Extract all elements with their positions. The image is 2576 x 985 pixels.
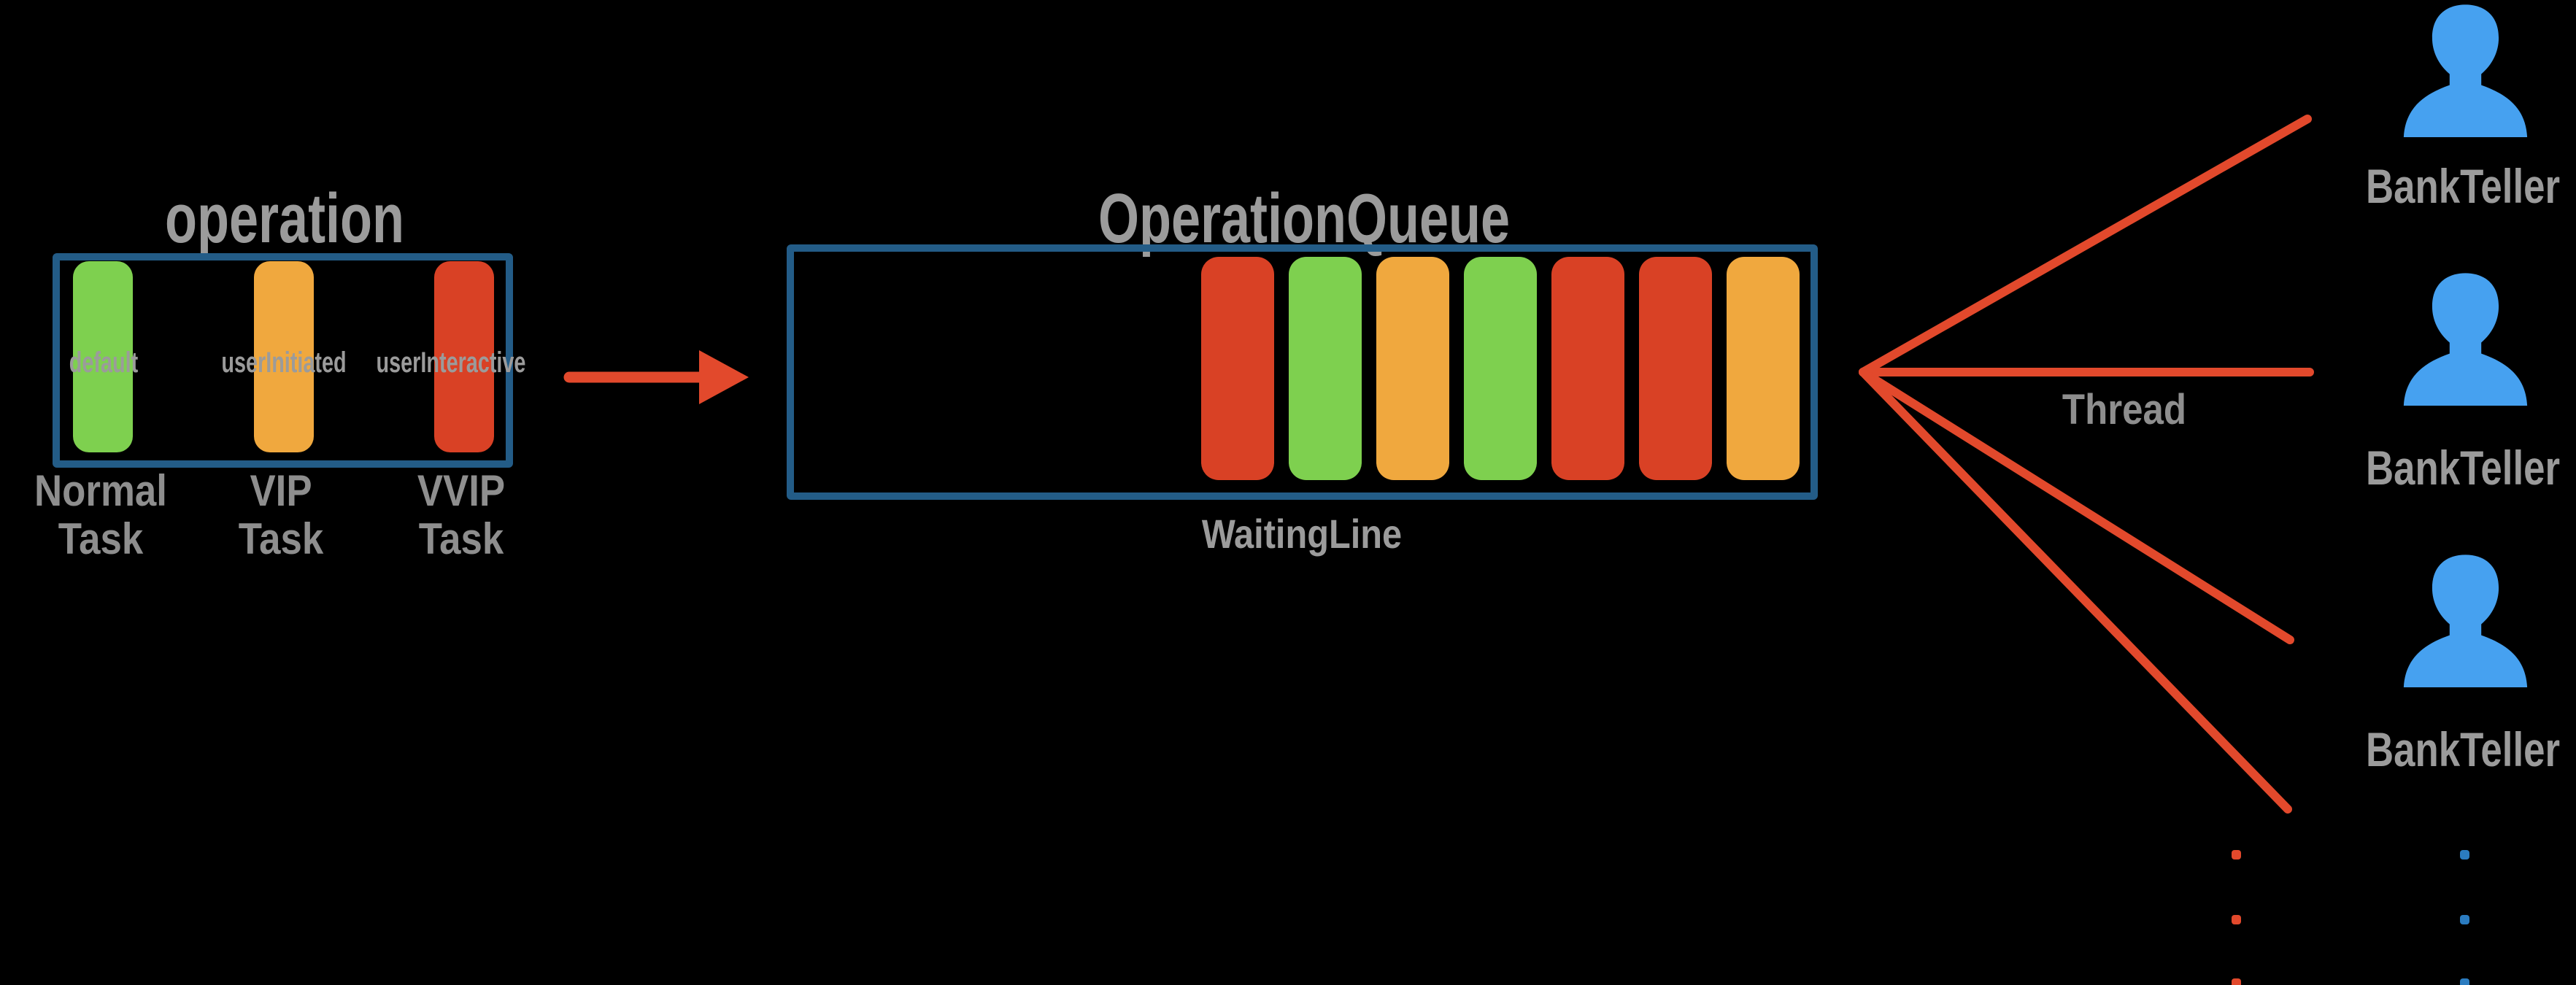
- operation-task-bar-userInteractive: [434, 261, 494, 452]
- queue-slot-2-green: [1289, 257, 1362, 480]
- more-threads-dot: [2232, 915, 2241, 924]
- queue-slot-1-red: [1201, 257, 1274, 480]
- bankteller-label-2: BankTeller: [2365, 441, 2561, 495]
- person-icon: [2403, 555, 2528, 687]
- operation-queue-box: [787, 244, 1818, 500]
- task-label: VVIP: [417, 466, 506, 515]
- qos-label-default: default: [69, 347, 139, 379]
- operation-queue-title: OperationQueue: [1098, 179, 1511, 258]
- more-tellers-dot: [2460, 978, 2469, 985]
- more-tellers-dot: [2460, 915, 2469, 924]
- queue-slot-3-orange: [1376, 257, 1449, 480]
- thread-line-1: [1859, 115, 2312, 376]
- more-threads-dot: [2232, 850, 2241, 860]
- person-icon: [2403, 4, 2528, 137]
- queue-slot-7-orange: [1727, 257, 1800, 480]
- waitingline-caption: WaitingLine: [1201, 511, 1403, 557]
- task-label: Task: [238, 514, 324, 563]
- queue-slot-4-green: [1464, 257, 1537, 480]
- qos-label-userInitiated: userInitiated: [221, 347, 347, 379]
- bankteller-label-3: BankTeller: [2365, 722, 2561, 776]
- thread-label: Thread: [2062, 386, 2187, 433]
- operation-box: [53, 253, 513, 468]
- queue-slot-6-red: [1639, 257, 1712, 480]
- operation-task-bar-userInitiated: [254, 261, 314, 452]
- person-icon: [2403, 273, 2528, 406]
- operation-title: operation: [164, 179, 405, 258]
- qos-label-userInteractive: userInteractive: [376, 347, 526, 379]
- task-label: Task: [418, 514, 504, 563]
- bankteller-label-1: BankTeller: [2365, 159, 2561, 213]
- thread-line-4: [1859, 368, 2292, 814]
- enqueue-arrow-head: [699, 350, 749, 404]
- task-label: Normal: [34, 466, 167, 515]
- queue-slot-5-red: [1551, 257, 1624, 480]
- more-tellers-dot: [2460, 850, 2469, 860]
- task-label: Task: [58, 514, 144, 563]
- operation-task-bar-default: [73, 261, 133, 452]
- thread-line-3: [1859, 368, 2294, 644]
- more-threads-dot: [2232, 978, 2241, 985]
- task-label: VIP: [250, 466, 312, 515]
